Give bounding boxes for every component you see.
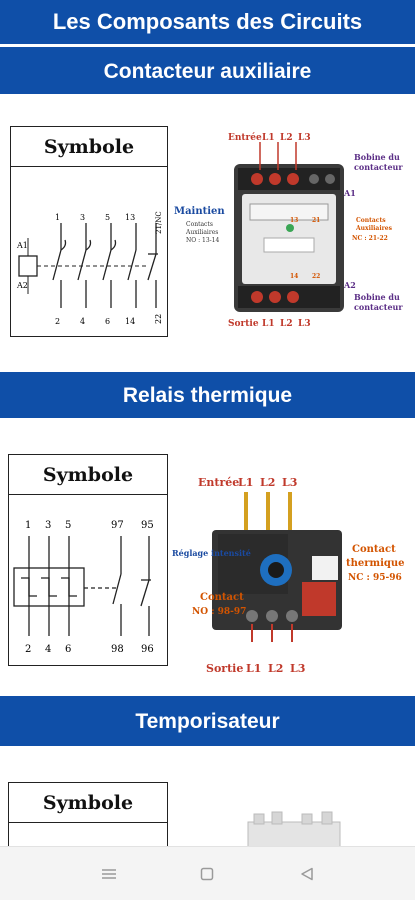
entree-label: Entrée	[198, 476, 239, 489]
terminal-label: 22	[154, 314, 163, 324]
terminal-label: 98	[111, 644, 124, 655]
symbol-box: Symbole 1 3 5 97 95 2 4 6 98	[8, 454, 168, 666]
maintien-label: Maintien	[174, 206, 225, 217]
input-l2-label: L2	[280, 133, 293, 143]
symbol-box: Symbole A1 A2 1 3 5 13 21/NC	[10, 126, 168, 337]
section-title-temporisateur: Temporisateur	[0, 700, 415, 744]
terminal-label: 2	[55, 317, 60, 326]
card-temporisateur[interactable]: Symbole	[0, 746, 415, 846]
output-l1-label: L1	[246, 662, 261, 675]
maintien-sub-label: Contacts	[186, 221, 213, 228]
section-title-contacteur: Contacteur auxiliaire	[0, 50, 415, 94]
bobine-top-label: Bobine du	[354, 152, 400, 162]
menu-icon[interactable]	[94, 863, 124, 885]
terminal-label: 3	[45, 520, 51, 531]
contact-thermique-label: thermique	[346, 558, 405, 569]
terminal-label: 2	[25, 644, 31, 655]
terminal-14-label: 14	[290, 273, 298, 280]
contact-no-label: Contact	[200, 592, 244, 603]
terminal-22-label: 22	[312, 273, 320, 280]
output-l3-label: L3	[290, 662, 305, 675]
input-l3-label: L3	[298, 133, 311, 143]
a1-label: A1	[343, 188, 356, 198]
terminal-label: 1	[55, 213, 60, 222]
terminal-label: A1	[16, 241, 28, 250]
symbol-header: Symbole	[11, 127, 167, 167]
terminal-13-label: 13	[290, 217, 298, 224]
output-l2-label: L2	[280, 319, 293, 329]
terminal-label: 6	[105, 317, 110, 326]
symbol-header: Symbole	[9, 455, 167, 495]
terminal-label: 97	[111, 520, 124, 531]
terminal-label: 4	[80, 317, 85, 326]
terminal-label: 4	[45, 644, 51, 655]
terminal-label: 14	[125, 317, 135, 326]
title-divider	[0, 44, 415, 47]
sortie-label: Sortie	[228, 319, 259, 329]
contacteur-symbol-diagram: A1 A2 1 3 5 13 21/NC 2 4	[16, 211, 163, 326]
app-title: Les Composants des Circuits	[0, 0, 415, 44]
terminal-label: 96	[141, 644, 154, 655]
bobine-bottom-label: Bobine du	[354, 292, 400, 302]
terminal-21-label: 21	[312, 217, 320, 224]
system-nav-bar	[0, 846, 415, 900]
terminal-label: 5	[105, 213, 110, 222]
contact-thermique-label: Contact	[352, 544, 396, 555]
card-relais[interactable]: Symbole 1 3 5 97 95 2 4 6 98	[0, 418, 415, 696]
relais-symbol-diagram: 1 3 5 97 95 2 4 6 98 96	[13, 520, 154, 655]
terminal-label: 6	[65, 644, 71, 655]
maintien-sub-label: NO : 13-14	[186, 237, 219, 244]
symbol-box: Symbole	[8, 782, 168, 846]
terminal-label: 21/NC	[155, 211, 163, 234]
terminal-label: 13	[125, 213, 135, 222]
bobine-bottom-label: contacteur	[354, 302, 403, 312]
bobine-top-label: contacteur	[354, 162, 403, 172]
terminal-label: 95	[141, 520, 154, 531]
relais-photo: Entrée L1 L2 L3 Réglage intensité Contac…	[172, 476, 405, 675]
contact-thermique-label: NC : 95-96	[348, 573, 402, 583]
entree-label: Entrée	[228, 132, 262, 143]
contacts-label: NC : 21-22	[352, 235, 388, 242]
input-l1-label: L1	[238, 476, 253, 489]
input-l2-label: L2	[260, 476, 275, 489]
input-l1-label: L1	[262, 133, 275, 143]
terminal-label: 1	[25, 520, 31, 531]
contacteur-photo: Entrée L1 L2 L3 Bobine du contacteur A1 …	[174, 132, 403, 329]
reglage-label: Réglage intensité	[172, 548, 251, 558]
contacts-label: Auxiliaires	[355, 225, 393, 232]
terminal-label: 5	[65, 520, 71, 531]
contact-no-label: NO : 98-97	[192, 607, 246, 617]
card-contacteur[interactable]: Symbole A1 A2 1 3 5 13 21/NC	[0, 94, 415, 372]
temporisateur-photo	[247, 811, 341, 846]
back-triangle-icon[interactable]	[292, 863, 322, 885]
contacts-label: Contacts	[356, 217, 386, 224]
output-l1-label: L1	[262, 319, 275, 329]
section-title-relais: Relais thermique	[0, 374, 415, 418]
a2-label: A2	[343, 280, 356, 290]
input-l3-label: L3	[282, 476, 297, 489]
home-square-icon[interactable]	[192, 863, 222, 885]
terminal-label: A2	[16, 281, 28, 290]
sortie-label: Sortie	[206, 662, 243, 675]
output-l3-label: L3	[298, 319, 311, 329]
output-l2-label: L2	[268, 662, 283, 675]
terminal-label: 3	[80, 213, 85, 222]
maintien-sub-label: Auxiliaires	[185, 229, 218, 236]
symbol-header: Symbole	[9, 783, 167, 823]
